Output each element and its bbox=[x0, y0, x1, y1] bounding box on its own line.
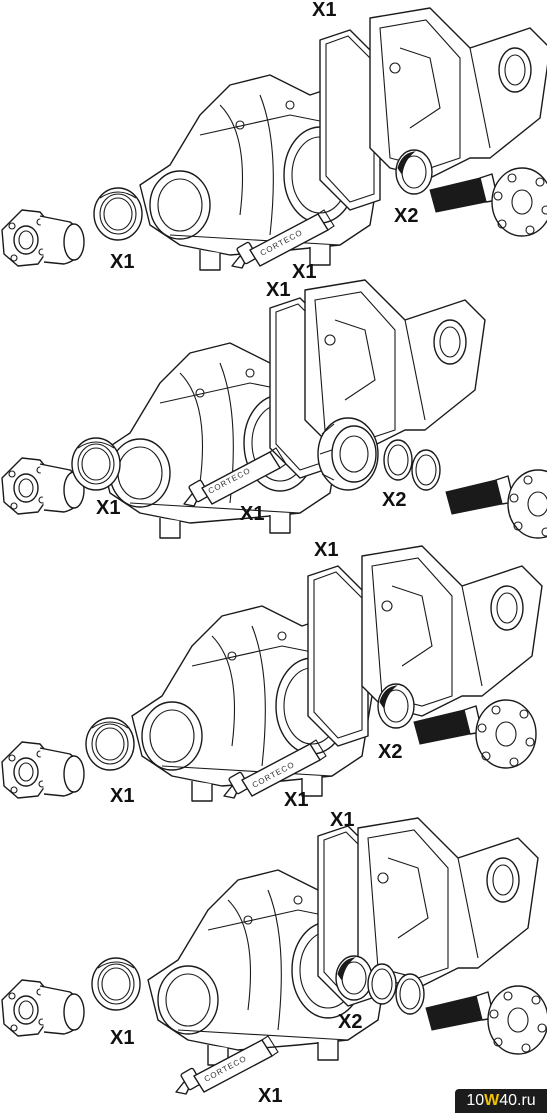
label-x1: X1 bbox=[110, 1027, 135, 1049]
label-x1: X1 bbox=[330, 809, 355, 831]
differential-exploded-view-2: CORTECO bbox=[1, 279, 547, 539]
axle-seal bbox=[377, 683, 415, 729]
diagram-panel-3: CORTECO X1 X1 X1 X2 bbox=[0, 538, 547, 818]
differential-exploded-view-1: CORTECO bbox=[1, 7, 547, 271]
label-x1: X1 bbox=[240, 503, 265, 525]
diagram-panel-4: CORTECO X1 X1 X1 X2 bbox=[0, 806, 547, 1113]
pinion-seal bbox=[85, 717, 135, 771]
gasket bbox=[307, 565, 369, 747]
label-x2: X2 bbox=[338, 1011, 363, 1033]
shim-ring bbox=[395, 973, 425, 1015]
shim-ring bbox=[411, 449, 441, 491]
input-flange bbox=[1, 979, 85, 1037]
axle-seal bbox=[395, 149, 433, 195]
label-x1: X1 bbox=[258, 1085, 283, 1107]
output-flange bbox=[445, 469, 547, 539]
pinion-seal bbox=[91, 957, 141, 1011]
rear-cover bbox=[369, 7, 547, 179]
differential-exploded-view-3: CORTECO bbox=[1, 545, 543, 802]
label-x1: X1 bbox=[312, 0, 337, 21]
axle-seal bbox=[335, 955, 373, 1001]
diagram-panel-2: CORTECO X1 X1 X1 X2 bbox=[0, 278, 547, 548]
input-flange bbox=[1, 209, 85, 267]
spacer-ring bbox=[383, 439, 413, 481]
label-x1: X1 bbox=[266, 279, 291, 301]
pinion-seal bbox=[93, 187, 143, 241]
label-x2: X2 bbox=[382, 489, 407, 511]
label-x2: X2 bbox=[378, 741, 403, 763]
label-x1: X1 bbox=[314, 539, 339, 561]
label-x1: X1 bbox=[110, 251, 135, 273]
differential-exploded-view-4: CORTECO bbox=[1, 817, 547, 1095]
rear-cover bbox=[357, 817, 539, 989]
watermark-logo: 10W40.ru bbox=[455, 1089, 547, 1113]
label-x1: X1 bbox=[96, 497, 121, 519]
pinion-seal bbox=[71, 437, 121, 491]
spacer-ring bbox=[367, 963, 397, 1005]
label-x1: X1 bbox=[110, 785, 135, 807]
output-flange bbox=[429, 167, 547, 237]
label-x1: X1 bbox=[284, 789, 309, 811]
differential-bearing bbox=[317, 417, 379, 491]
diagram-panel-1: CORTECO X1 X1 X1 X2 bbox=[0, 0, 547, 283]
input-flange bbox=[1, 741, 85, 799]
label-x1: X1 bbox=[292, 261, 317, 283]
output-flange bbox=[425, 985, 547, 1055]
label-x2: X2 bbox=[394, 205, 419, 227]
